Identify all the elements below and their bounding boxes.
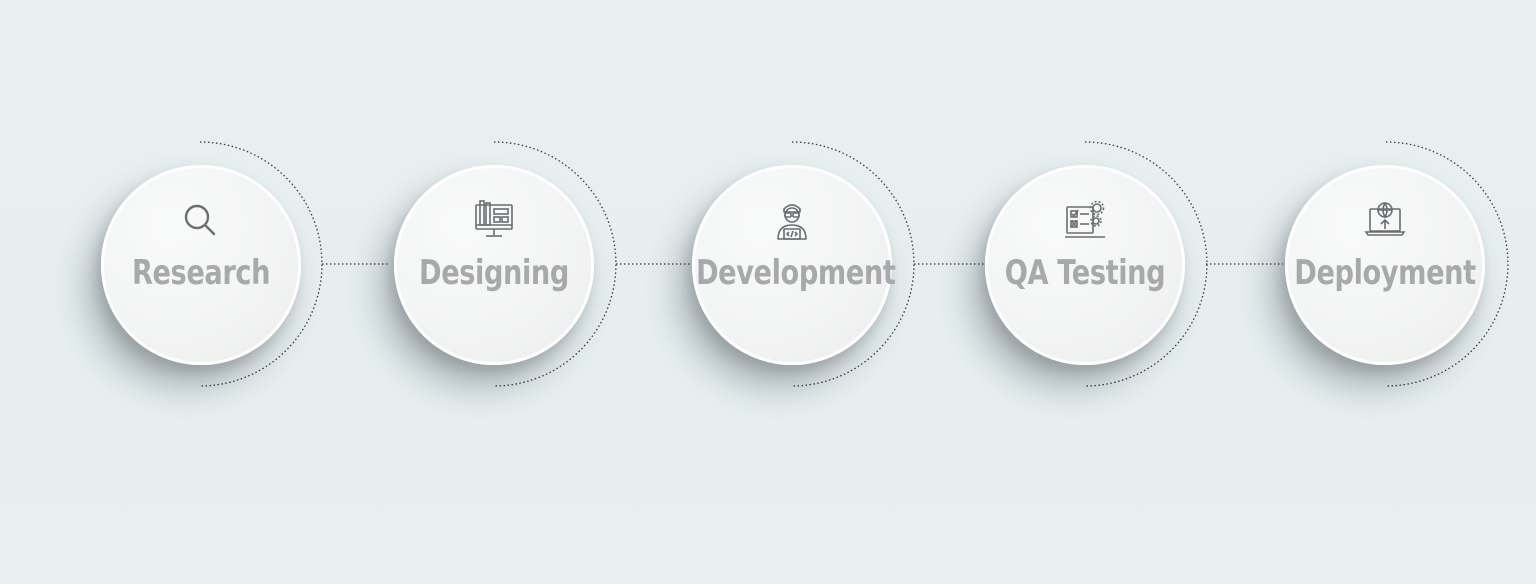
- step-deployment: Deployment: [1285, 165, 1485, 365]
- outer-arc: [1084, 141, 1208, 387]
- outer-arc: [1385, 141, 1509, 387]
- outer-arc: [791, 141, 915, 387]
- step-label: Research: [131, 253, 271, 293]
- step-label: Deployment: [1294, 253, 1476, 293]
- outer-arc: [199, 141, 323, 387]
- step-research: Research: [101, 165, 301, 365]
- outer-arc: [493, 141, 617, 387]
- step-qa-testing: QA Testing: [985, 165, 1185, 365]
- step-development: Development: [692, 165, 896, 365]
- laptop-globe-upload-icon: [1363, 199, 1407, 243]
- qa-checklist-gears-icon: [1063, 199, 1107, 243]
- magnifier-icon: [179, 199, 223, 243]
- design-monitor-icon: [472, 199, 516, 243]
- developer-icon: [770, 199, 814, 243]
- step-label: QA Testing: [1004, 253, 1166, 293]
- step-designing: Designing: [394, 165, 594, 365]
- step-label: Development: [696, 253, 896, 293]
- step-label: Designing: [419, 253, 569, 293]
